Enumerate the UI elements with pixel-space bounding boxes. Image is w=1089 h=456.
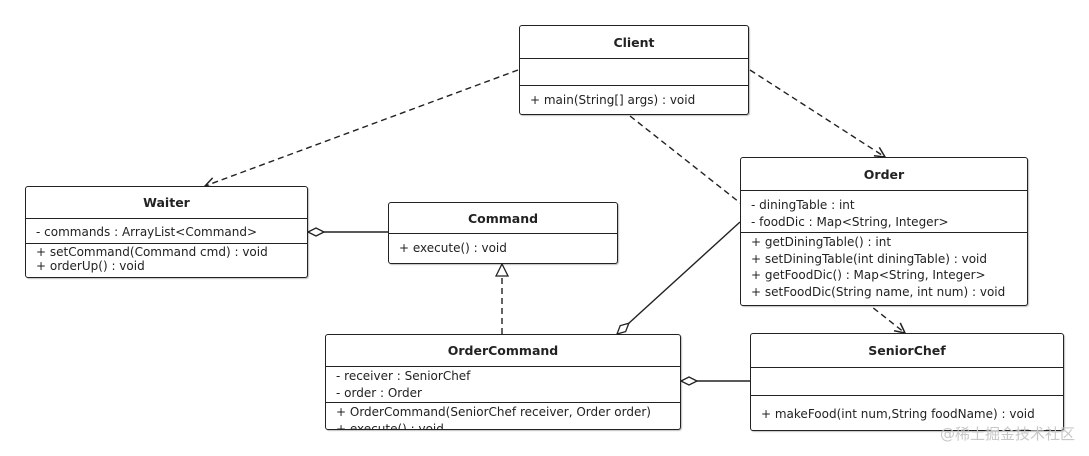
- method: + OrderCommand(SeniorChef receiver, Orde…: [336, 405, 651, 419]
- attributes-section: [520, 58, 748, 85]
- methods-section: + OrderCommand(SeniorChef receiver, Orde…: [326, 402, 680, 430]
- dependency-client-waiter: [205, 69, 519, 186]
- attributes-section: - commands : ArrayList<Command>: [26, 218, 307, 243]
- attributes-section: - receiver : SeniorChef - order : Order: [326, 366, 680, 402]
- attributes-section: - diningTable : int - foodDic : Map<Stri…: [741, 190, 1027, 232]
- method: + execute() : void: [399, 241, 507, 255]
- attribute: - receiver : SeniorChef: [336, 369, 471, 383]
- class-waiter[interactable]: Waiter - commands : ArrayList<Command> +…: [25, 186, 308, 278]
- class-name: OrderCommand: [447, 343, 559, 358]
- class-name: Client: [613, 34, 655, 50]
- method: + makeFood(int num,String foodName) : vo…: [761, 407, 1035, 421]
- method: + getDiningTable() : int: [751, 235, 892, 249]
- class-name: Waiter: [143, 195, 190, 210]
- attributes-section: [751, 367, 1063, 395]
- attribute: - diningTable : int: [751, 198, 855, 212]
- methods-section: + execute() : void: [389, 233, 617, 258]
- watermark-text: @稀土掘金技术社区: [939, 425, 1075, 443]
- attribute: - order : Order: [336, 385, 422, 400]
- methods-section: + setCommand(Command cmd) : void + order…: [26, 242, 307, 274]
- class-name: Command: [467, 210, 539, 226]
- method: + orderUp() : void: [36, 258, 145, 273]
- methods-section: + getDiningTable() : int + setDiningTabl…: [741, 232, 1027, 301]
- dependency-client-order: [749, 69, 885, 157]
- method: + main(String[] args) : void: [530, 93, 696, 107]
- class-order[interactable]: Order - diningTable : int - foodDic : Ma…: [740, 157, 1028, 306]
- method: + execute() : void: [336, 421, 444, 430]
- attribute: - foodDic : Map<String, Integer>: [751, 214, 949, 229]
- class-command[interactable]: Command + execute() : void: [388, 202, 618, 264]
- method: + setFoodDic(String name, int num) : voi…: [751, 284, 1006, 299]
- methods-section: + main(String[] args) : void: [520, 85, 748, 110]
- class-ordercommand[interactable]: OrderCommand - receiver : SeniorChef - o…: [325, 334, 681, 430]
- methods-section: + makeFood(int num,String foodName) : vo…: [751, 395, 1063, 424]
- method: + setDiningTable(int diningTable) : void: [751, 251, 988, 266]
- class-seniorchef[interactable]: SeniorChef + makeFood(int num,String foo…: [750, 333, 1064, 431]
- method: + setCommand(Command cmd) : void: [36, 244, 268, 259]
- class-client[interactable]: Client + main(String[] args) : void: [519, 25, 749, 115]
- attribute: - commands : ArrayList<Command>: [36, 225, 258, 239]
- class-name: SeniorChef: [868, 343, 946, 358]
- method: + getFoodDic() : Map<String, Integer>: [751, 268, 986, 282]
- class-name: Order: [863, 166, 905, 182]
- aggregation-ordercommand-order: [617, 221, 741, 334]
